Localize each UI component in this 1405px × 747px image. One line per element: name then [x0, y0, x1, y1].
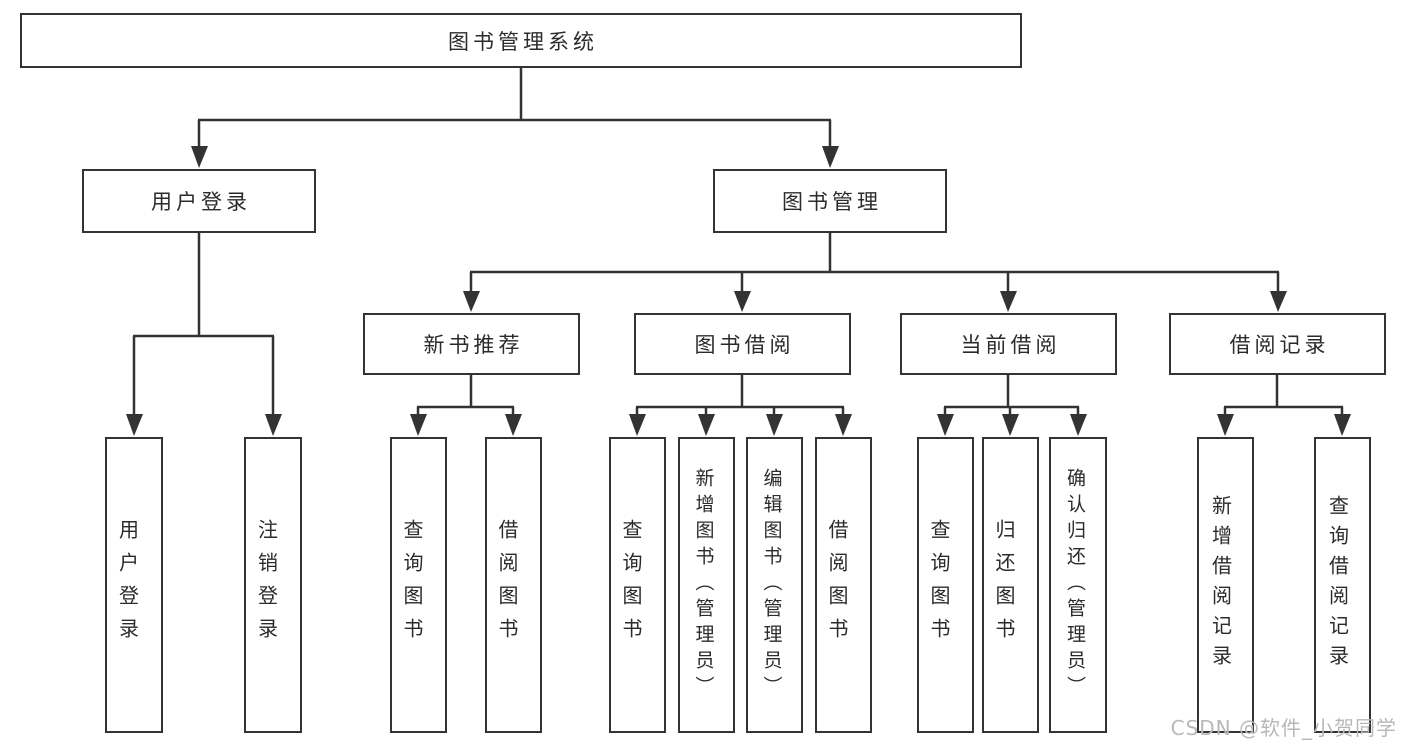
node-label: 确认归还（管理员） [1064, 468, 1086, 702]
node-label: 查询图书 [619, 519, 643, 651]
connector-current-borrow-children [937, 374, 1087, 436]
node-book-borrow: 图书借阅 [634, 313, 851, 375]
leaf-current-return-book: 归还图书 [982, 437, 1039, 733]
node-label: 当前借阅 [960, 333, 1061, 357]
node-label: 用户登录 [115, 519, 140, 651]
node-label: 图书管理系统 [448, 29, 598, 54]
leaf-logout-login: 注销登录 [244, 437, 302, 733]
connector-new-book-children [410, 374, 522, 436]
node-label: 新增借阅记录 [1208, 495, 1233, 675]
node-label: 新增图书（管理员） [692, 468, 715, 702]
connector-root-to-level2 [191, 68, 839, 168]
leaf-borrow-edit-book: 编辑图书（管理员） [746, 437, 803, 733]
leaf-current-query-book: 查询图书 [917, 437, 974, 733]
node-label: 图书借阅 [694, 333, 795, 357]
node-label: 查询图书 [927, 519, 951, 651]
leaf-record-add-record: 新增借阅记录 [1197, 437, 1254, 733]
leaf-current-confirm-return: 确认归还（管理员） [1049, 437, 1107, 733]
node-label: 查询图书 [400, 519, 424, 651]
node-label: 图书管理 [782, 190, 882, 214]
node-borrow-record: 借阅记录 [1169, 313, 1386, 375]
connector-borrow-record-children [1217, 374, 1351, 436]
node-book-management: 图书管理 [713, 169, 947, 233]
node-label: 编辑图书（管理员） [760, 468, 783, 702]
watermark: CSDN @软件_小贺同学 [1170, 716, 1397, 740]
node-label: 注销登录 [254, 519, 279, 651]
leaf-newbook-borrow-book: 借阅图书 [485, 437, 542, 733]
leaf-newbook-query-book: 查询图书 [390, 437, 447, 733]
node-label: 借阅图书 [825, 519, 849, 651]
connector-user-login-children [126, 232, 282, 436]
leaf-record-query-record: 查询借阅记录 [1314, 437, 1371, 733]
node-label: 借阅图书 [495, 519, 519, 651]
node-library-system: 图书管理系统 [20, 13, 1022, 68]
connector-book-borrow-children [629, 374, 852, 436]
node-label: 归还图书 [992, 519, 1016, 651]
node-label: 借阅记录 [1229, 333, 1330, 357]
leaf-borrow-query-book: 查询图书 [609, 437, 666, 733]
node-label: 用户登录 [151, 190, 251, 214]
node-new-book-recommend: 新书推荐 [363, 313, 580, 375]
node-user-login: 用户登录 [82, 169, 316, 233]
leaf-borrow-borrow-book: 借阅图书 [815, 437, 872, 733]
leaf-user-login: 用户登录 [105, 437, 163, 733]
connector-book-management-children [463, 232, 1287, 312]
leaf-borrow-add-book: 新增图书（管理员） [678, 437, 735, 733]
node-label: 新书推荐 [423, 333, 524, 357]
node-label: 查询借阅记录 [1325, 495, 1350, 675]
node-current-borrow: 当前借阅 [900, 313, 1117, 375]
